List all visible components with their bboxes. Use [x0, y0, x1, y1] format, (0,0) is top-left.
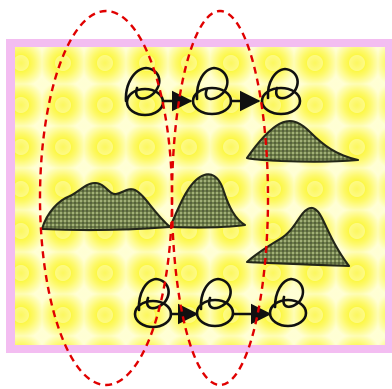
lower-right-density-icon [245, 206, 351, 268]
center-density-icon [168, 173, 247, 229]
bottom-state-2-icon [199, 277, 232, 311]
right-dashed-ellipse-icon [170, 9, 270, 387]
left-density-mixture-icon [40, 181, 172, 232]
density-curves [40, 119, 360, 268]
top-right-density-icon [245, 119, 360, 163]
top-state-1-icon [124, 66, 161, 103]
bottom-hmm-chain [133, 277, 308, 329]
dashed-group-markers [38, 9, 270, 387]
bottom-state-1-icon [137, 277, 170, 312]
top-state-2-icon [195, 66, 229, 101]
top-state-3-icon [266, 67, 299, 100]
top-hmm-chain [124, 66, 302, 117]
bottom-state-3-icon [273, 277, 305, 309]
top-state-3-node-icon [260, 86, 302, 116]
